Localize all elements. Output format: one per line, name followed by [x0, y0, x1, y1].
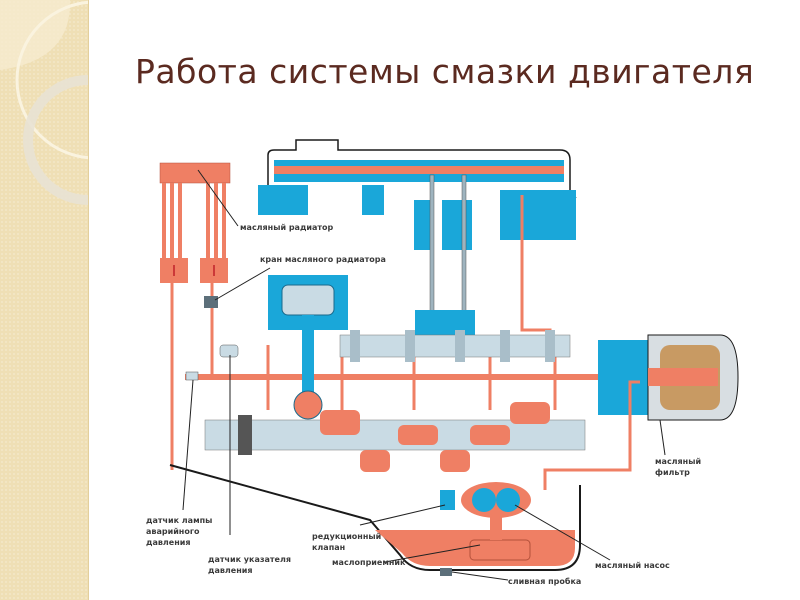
- valve-cover: [267, 139, 577, 199]
- label-oil-filter-line1: масляный: [655, 457, 702, 466]
- label-emergency-lamp-sensor-line3: давления: [146, 538, 191, 547]
- label-oil-filter-line2: фильтр: [655, 468, 690, 477]
- label-emergency-lamp-sensor-line1: датчик лампы: [146, 516, 213, 525]
- piston: [268, 275, 348, 420]
- label-reducing-valve-line1: редукционный: [312, 532, 382, 541]
- leader-lines: [182, 169, 666, 581]
- label-drain-plug: сливная пробка: [508, 577, 582, 586]
- label-pressure-gauge-sensor: датчик указателя давления: [208, 554, 291, 576]
- slide-title: Работа системы смазки двигателя: [135, 52, 755, 91]
- label-pressure-gauge-sensor-line2: давления: [208, 566, 253, 575]
- crankshaft: [204, 402, 586, 472]
- label-oil-filter: масляный фильтр: [655, 456, 701, 478]
- oil-radiator: [159, 162, 231, 470]
- oil-filter: [543, 334, 739, 490]
- label-oil-pump: масляный насос: [595, 561, 670, 570]
- decorative-side-panel: [0, 0, 89, 600]
- label-reducing-valve: редукционный клапан: [312, 531, 381, 553]
- oil-pan: [169, 464, 581, 576]
- cylinder-head: [258, 185, 576, 250]
- label-oil-intake: маслоприемник: [332, 558, 406, 567]
- label-reducing-valve-line2: клапан: [312, 543, 346, 552]
- camshaft: [339, 330, 571, 362]
- label-emergency-lamp-sensor: датчик лампы аварийного давления: [146, 515, 212, 548]
- pressure-sensors: [185, 344, 239, 381]
- label-oil-radiator: масляный радиатор: [240, 223, 334, 232]
- label-radiator-valve: кран масляного радиатора: [260, 255, 386, 264]
- decorative-rings: [0, 0, 88, 205]
- label-pressure-gauge-sensor-line1: датчик указателя: [208, 555, 291, 564]
- label-emergency-lamp-sensor-line2: аварийного: [146, 527, 200, 536]
